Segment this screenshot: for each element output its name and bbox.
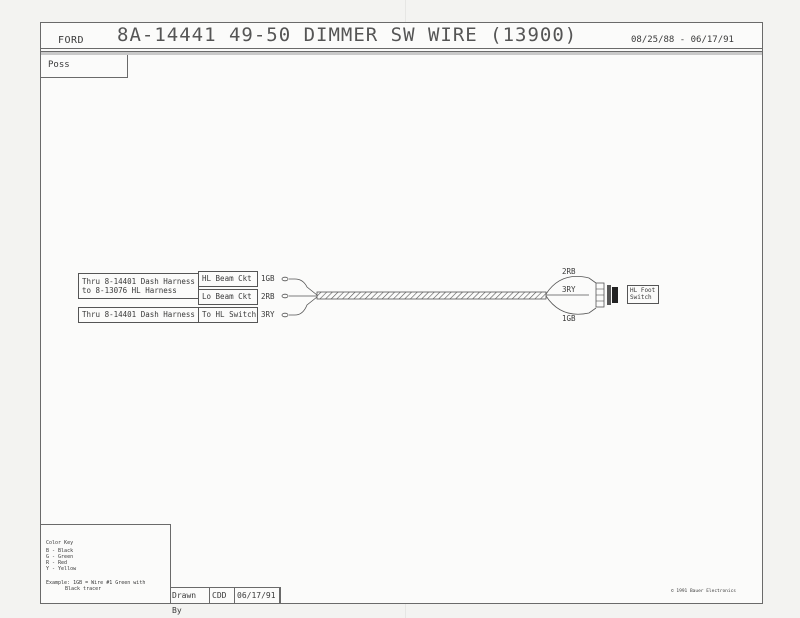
- wire-code-2rb-left: 2RB: [261, 292, 275, 301]
- terminal-icon-3ry: [281, 296, 318, 318]
- foot-switch-line2: Switch: [630, 294, 652, 301]
- drawn-by-initials: CDD: [210, 588, 235, 603]
- foot-switch-line1: HL Foot: [630, 287, 656, 294]
- terminal-icon-1gb: [281, 276, 318, 296]
- copyright-notice: © 1991 Bauer Electronics: [671, 589, 737, 594]
- circuit-label-hl-beam: HL Beam Ckt: [202, 274, 252, 283]
- drawing-title: 8A-14441 49-50 DIMMER SW WIRE (13900): [117, 24, 578, 46]
- drawn-by-date: 06/17/91: [235, 588, 280, 603]
- wire-code-3ry-right: 3RY: [562, 285, 576, 294]
- date-range: 08/25/88 - 06/17/91: [631, 35, 734, 45]
- wire-code-3ry-left: 3RY: [261, 310, 275, 319]
- position-box: Poss: [41, 55, 128, 78]
- drawn-by-label: Drawn By: [170, 588, 210, 615]
- color-key-item: G - Green: [46, 554, 74, 560]
- color-key-item: Y - Yellow: [46, 566, 77, 572]
- foot-switch-connector-icon: [595, 282, 605, 308]
- color-key-box: Color Key B - Black G - Green R - Red Y …: [41, 524, 171, 603]
- color-key-title: Color Key: [46, 540, 74, 546]
- drawing-sheet: FORD 8A-14441 49-50 DIMMER SW WIRE (1390…: [40, 22, 763, 615]
- foot-switch-icon: [607, 285, 618, 305]
- foot-switch-label-box: HL Foot Switch: [627, 285, 659, 304]
- brand-label: FORD: [58, 35, 85, 46]
- position-label: Poss: [48, 60, 70, 70]
- wiring-diagram-graphic: [281, 275, 618, 318]
- harness-2-line1: Thru 8-14401 Dash Harness: [82, 310, 195, 319]
- wire-code-1gb-left: 1GB: [261, 274, 275, 283]
- wire-code-2rb-right: 2RB: [562, 267, 576, 276]
- drawn-by-block: Drawn By CDD 06/17/91: [170, 587, 281, 615]
- right-wire-splay: [545, 275, 597, 315]
- circuit-label-lo-beam: Lo Beam Ckt: [202, 292, 252, 301]
- title-rule: [41, 48, 762, 52]
- circuit-box-hl-beam: HL Beam Ckt: [198, 271, 258, 287]
- color-key-item: R - Red: [46, 560, 68, 566]
- title-rule-shade: [41, 52, 762, 55]
- color-key-example: Example: 1GB = Wire #1 Green with: [46, 580, 146, 586]
- harness-1-line2: to 8-13076 HL Harness: [82, 286, 177, 295]
- wire-code-1gb-right: 1GB: [562, 314, 576, 323]
- circuit-box-hl-switch: To HL Switch: [198, 307, 258, 323]
- terminal-icon-2rb: [281, 293, 317, 299]
- harness-1-line1: Thru 8-14401 Dash Harness: [82, 277, 195, 286]
- color-key-item: B - Black: [46, 548, 74, 554]
- circuit-box-lo-beam: Lo Beam Ckt: [198, 289, 258, 305]
- circuit-label-hl-switch: To HL Switch: [202, 310, 257, 319]
- color-key-example-cont: Black tracer: [65, 586, 102, 592]
- wire-harness-bundle: [316, 291, 547, 300]
